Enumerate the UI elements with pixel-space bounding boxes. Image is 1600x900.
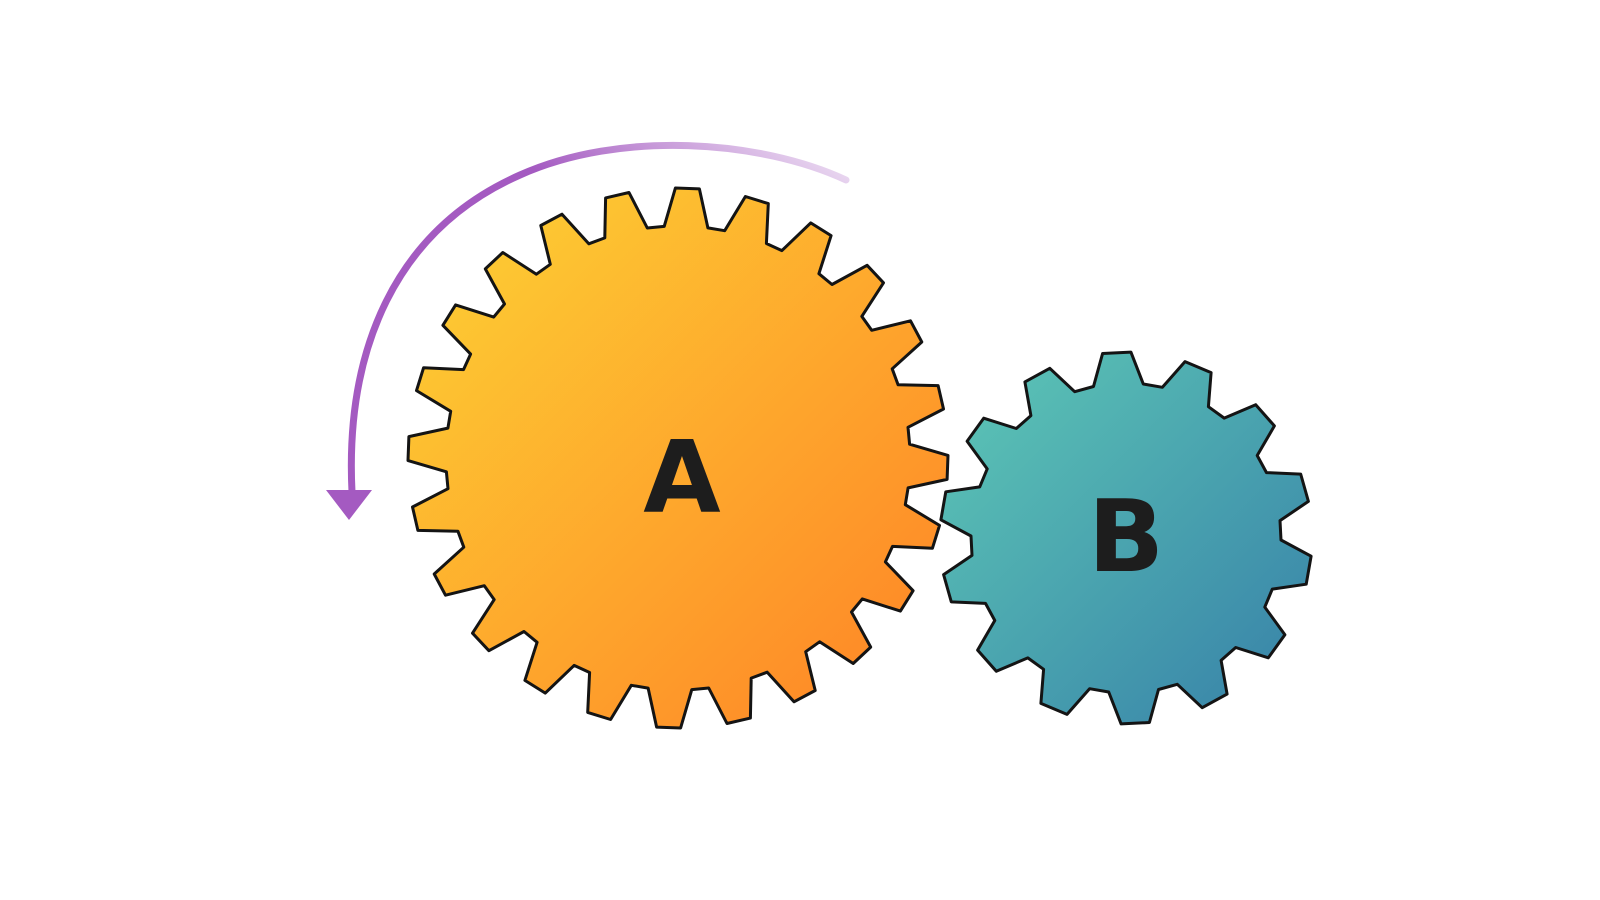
- rotation-arrow-head: [326, 490, 372, 520]
- gear-a: A: [406, 186, 950, 730]
- gear-a-shape: [406, 186, 950, 730]
- gear-b-label: B: [1088, 478, 1164, 595]
- gear-b-shape: [939, 350, 1313, 726]
- rotation-arrow: [326, 141, 850, 520]
- rotation-arrow-arc: [347, 141, 850, 496]
- gear-a-label: A: [643, 419, 720, 536]
- gear-b: B: [939, 350, 1313, 726]
